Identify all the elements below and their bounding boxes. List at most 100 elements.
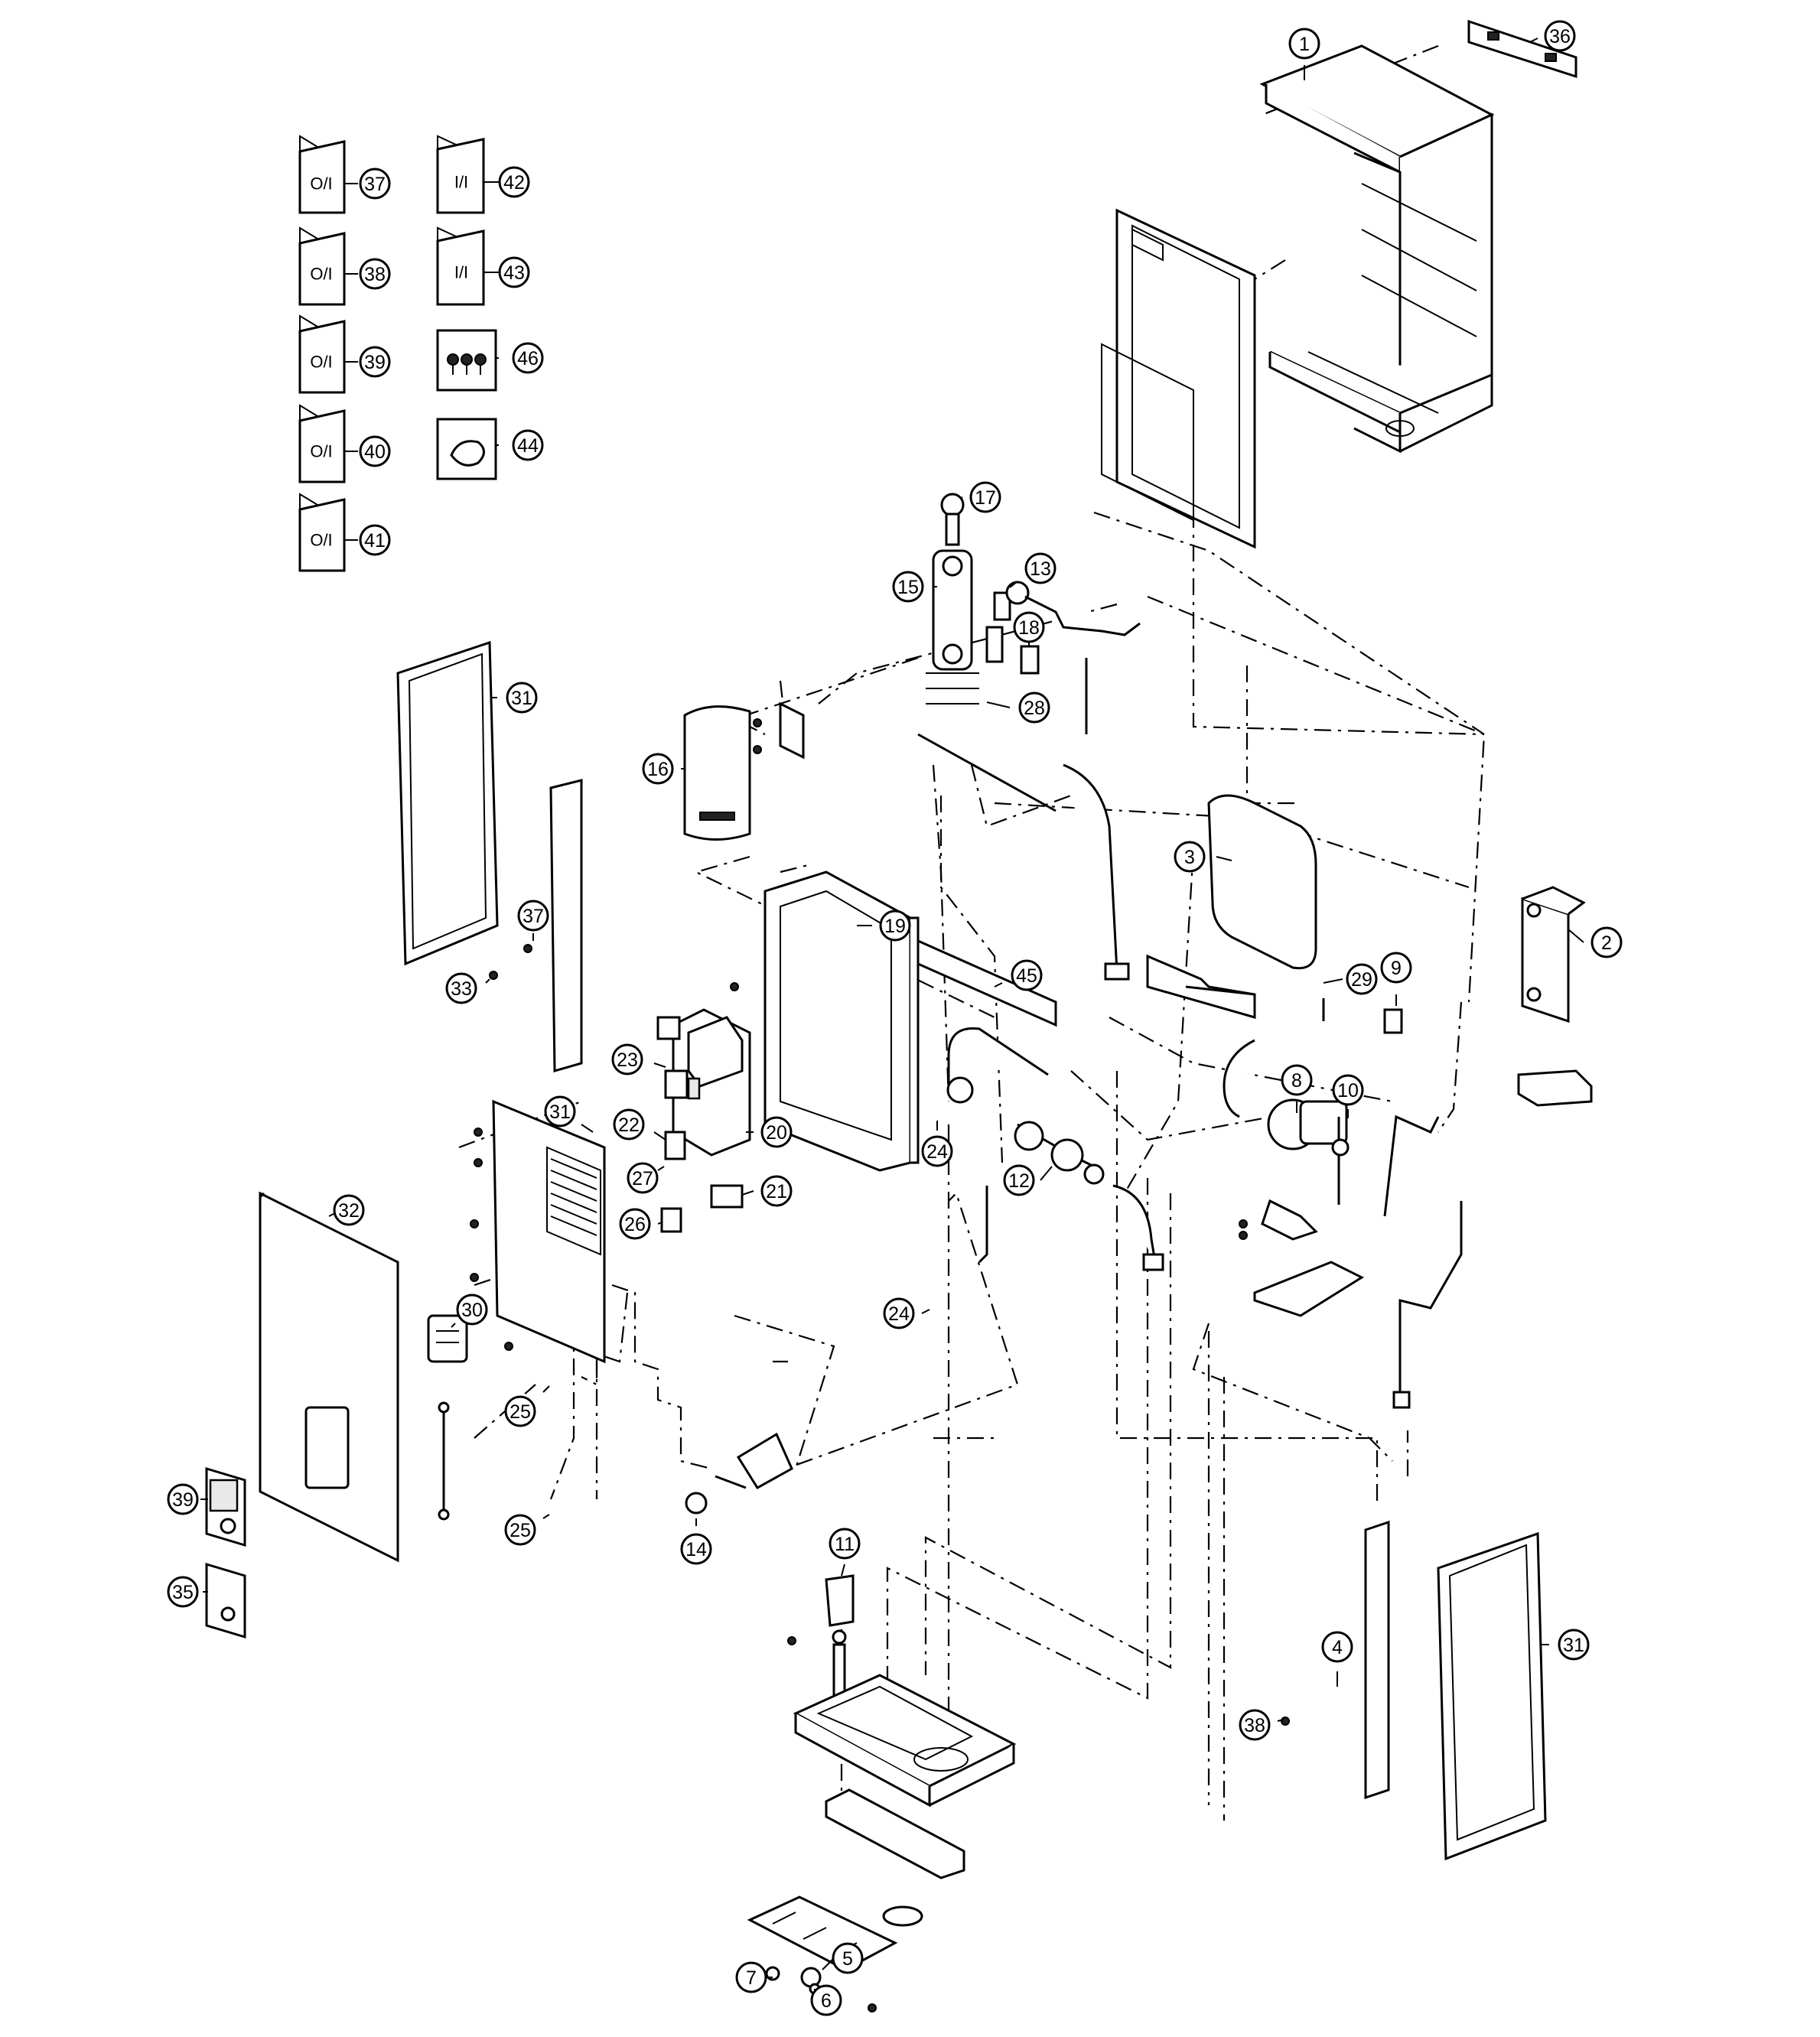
callout-36: 36 <box>1529 20 1576 52</box>
callout-circle <box>504 1395 536 1427</box>
document-callout-38: 38 <box>359 258 391 290</box>
callout-circle <box>829 1528 861 1560</box>
side-panel-left <box>396 640 583 1072</box>
screw-pack-46 <box>436 329 497 392</box>
callout-circle <box>619 1208 651 1240</box>
callout-number: 4 <box>1332 1637 1343 1658</box>
callout-number: 23 <box>617 1049 638 1071</box>
callout-circle <box>517 900 549 932</box>
callout-25: 25 <box>504 1385 550 1427</box>
callout-number: 8 <box>1291 1070 1302 1092</box>
callout-circle <box>445 972 477 1004</box>
callout-leader <box>653 1062 666 1068</box>
callout-circle <box>167 1483 199 1515</box>
callout-circle <box>1346 963 1378 995</box>
callout-circle <box>1590 926 1623 958</box>
manual-37: O/I <box>298 135 346 214</box>
callout-number: 9 <box>1391 958 1402 979</box>
callout-2: 2 <box>1568 926 1623 958</box>
callout-circle <box>1544 20 1576 52</box>
callout-leader <box>986 701 1011 708</box>
callout-circle <box>1018 691 1050 724</box>
callout-29: 29 <box>1323 963 1378 995</box>
callout-5: 5 <box>822 1942 864 1974</box>
callout-number: 11 <box>835 1534 855 1555</box>
callout-number: 24 <box>926 1141 948 1163</box>
callout-17: 17 <box>959 481 1001 513</box>
manual-41: O/I <box>298 493 346 572</box>
assembly-dash-lines <box>458 44 1486 1821</box>
callout-16: 16 <box>642 753 685 785</box>
callout-27: 27 <box>627 1162 665 1194</box>
callout-number: 15 <box>897 577 919 598</box>
callout-circle <box>512 429 544 461</box>
valve-11 <box>825 1574 855 1707</box>
callout-circle <box>1321 1631 1353 1663</box>
callout-leader <box>653 1131 666 1141</box>
callout-number: 20 <box>766 1122 787 1144</box>
callout-number: 26 <box>624 1214 646 1235</box>
callout-number: 31 <box>1563 1635 1584 1656</box>
callout-number: 25 <box>510 1401 531 1423</box>
callout-circle <box>969 481 1001 513</box>
callout-31: 31 <box>544 1095 594 1133</box>
callout-number: 42 <box>503 172 525 194</box>
callout-number: 31 <box>549 1101 571 1123</box>
callout-number: 25 <box>510 1520 531 1541</box>
callout-leader <box>1216 856 1232 861</box>
callout-circle <box>359 346 391 378</box>
callout-number: 33 <box>451 978 472 1000</box>
cover-16 <box>683 701 805 841</box>
manual-38: O/I <box>298 226 346 306</box>
callout-number: 40 <box>364 441 386 463</box>
return-pipe <box>1383 1114 1463 1409</box>
rail-45 <box>917 939 1057 1027</box>
callout-number: 39 <box>364 352 386 373</box>
callout-circle <box>760 1116 793 1148</box>
callout-leader <box>822 1957 835 1970</box>
manual-38-label: O/I <box>310 265 332 284</box>
callout-38: 38 <box>1239 1709 1284 1741</box>
callout-circle <box>506 682 538 714</box>
callout-circle <box>760 1175 793 1207</box>
callout-23: 23 <box>611 1043 666 1075</box>
callout-19: 19 <box>857 909 911 942</box>
callout-leader <box>1009 581 1018 588</box>
callout-3: 3 <box>1174 841 1232 873</box>
callout-number: 21 <box>766 1181 787 1202</box>
callout-circle <box>883 1297 915 1329</box>
callout-leader <box>485 978 490 984</box>
callout-circle <box>879 909 911 942</box>
callout-leader <box>994 982 1003 988</box>
callout-number: 46 <box>517 348 539 369</box>
callout-31: 31 <box>491 682 538 714</box>
callout-number: 18 <box>1018 617 1040 639</box>
document-callout-41: 41 <box>359 524 391 556</box>
callout-number: 31 <box>511 688 532 709</box>
callout-number: 37 <box>364 174 386 195</box>
callout-leader <box>741 1190 754 1196</box>
callout-number: 1 <box>1299 34 1310 55</box>
callout-leader <box>841 1564 845 1577</box>
callout-circle <box>1558 1629 1590 1661</box>
front-casing <box>259 1191 399 1563</box>
callout-8: 8 <box>1281 1064 1313 1113</box>
callout-number: 19 <box>884 916 906 937</box>
callout-6: 6 <box>810 1984 842 2016</box>
document-callout-42: 42 <box>498 166 530 198</box>
document-callout-40: 40 <box>359 435 391 467</box>
callout-14: 14 <box>680 1518 712 1565</box>
condensate-trap <box>685 1432 793 1515</box>
callout-circle <box>1174 841 1206 873</box>
callout-leader <box>542 1514 550 1519</box>
harness <box>438 1401 450 1521</box>
callout-number: 44 <box>517 435 539 457</box>
callout-circle <box>512 342 544 374</box>
callout-circle <box>1380 952 1412 984</box>
callout-circle <box>456 1293 488 1326</box>
callout-leader <box>657 1222 663 1225</box>
callout-number: 14 <box>685 1539 707 1560</box>
callout-number: 7 <box>746 1967 757 1989</box>
